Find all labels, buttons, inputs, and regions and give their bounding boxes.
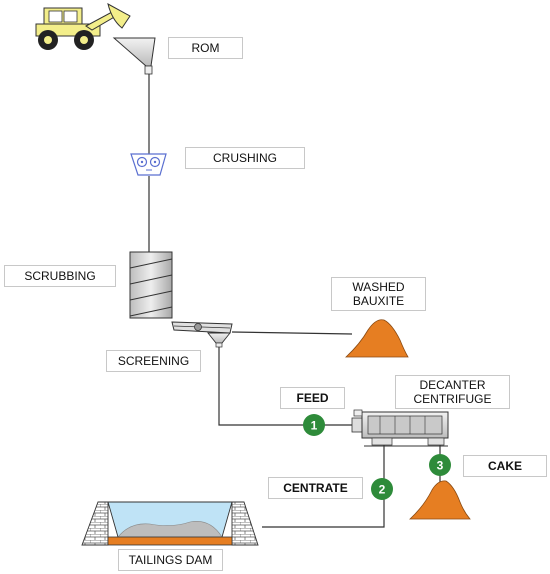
- label-washed-bauxite-line1: WASHED: [352, 280, 405, 294]
- label-screening: SCREENING: [106, 350, 201, 372]
- label-decanter-line2: CENTRIFUGE: [413, 392, 492, 406]
- label-crushing: CRUSHING: [185, 147, 305, 169]
- badge-centrate-number: 2: [379, 483, 386, 497]
- badge-cake-number: 3: [437, 459, 444, 473]
- crusher-icon: [130, 153, 167, 176]
- line-screen-to-bauxite: [231, 331, 353, 335]
- label-centrate: CENTRATE: [268, 477, 363, 499]
- label-rom: ROM: [168, 37, 243, 59]
- cake-pile-icon: [408, 480, 471, 520]
- hopper-icon: [112, 37, 156, 75]
- tailings-dam-icon: [81, 501, 259, 546]
- label-washed-bauxite: WASHED BAUXITE: [331, 277, 426, 311]
- front-loader-icon: [35, 3, 131, 50]
- scrubber-drum-icon: [129, 251, 173, 319]
- badge-cake: 3: [429, 454, 451, 476]
- vibrating-screen-icon: [171, 321, 233, 348]
- badge-centrate: 2: [371, 478, 393, 500]
- label-feed: FEED: [280, 387, 345, 409]
- badge-feed: 1: [303, 414, 325, 436]
- label-decanter-line1: DECANTER: [419, 378, 486, 392]
- label-scrubbing: SCRUBBING: [4, 265, 116, 287]
- label-cake: CAKE: [463, 455, 547, 477]
- label-washed-bauxite-line2: BAUXITE: [352, 294, 405, 308]
- bauxite-pile-icon: [344, 319, 409, 358]
- badge-feed-number: 1: [311, 419, 318, 433]
- line-screen-to-feed: [218, 345, 352, 426]
- line-centrifuge-to-tailings: [262, 440, 385, 528]
- label-tailings-dam: TAILINGS DAM: [118, 549, 223, 571]
- label-decanter-centrifuge: DECANTER CENTRIFUGE: [395, 375, 510, 409]
- decanter-centrifuge-icon: [351, 409, 449, 447]
